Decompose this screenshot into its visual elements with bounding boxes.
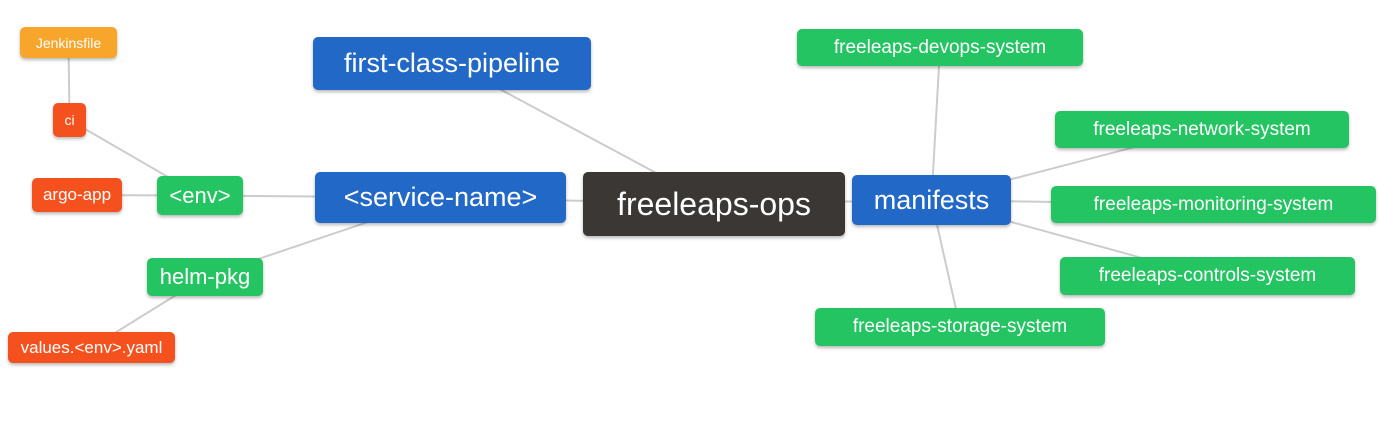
node-network-system[interactable]: freeleaps-network-system <box>1055 111 1349 148</box>
node-first-class-pipeline[interactable]: first-class-pipeline <box>313 37 591 90</box>
edge-manifests-to-devops-system <box>930 47 941 201</box>
node-devops-system[interactable]: freeleaps-devops-system <box>797 29 1083 66</box>
node-controls-system[interactable]: freeleaps-controls-system <box>1060 257 1355 295</box>
node-freeleaps-ops[interactable]: freeleaps-ops <box>583 172 845 236</box>
node-jenkinsfile[interactable]: Jenkinsfile <box>20 27 117 58</box>
node-argo-app[interactable]: argo-app <box>32 178 122 212</box>
node-ci[interactable]: ci <box>53 103 86 137</box>
node-env[interactable]: <env> <box>157 176 243 215</box>
node-helm-pkg[interactable]: helm-pkg <box>147 258 263 296</box>
node-storage-system[interactable]: freeleaps-storage-system <box>815 308 1105 346</box>
node-monitoring-system[interactable]: freeleaps-monitoring-system <box>1051 186 1376 223</box>
node-values-env-yaml[interactable]: values.<env>.yaml <box>8 332 175 363</box>
node-manifests[interactable]: manifests <box>852 175 1011 225</box>
node-service-name[interactable]: <service-name> <box>315 172 566 223</box>
